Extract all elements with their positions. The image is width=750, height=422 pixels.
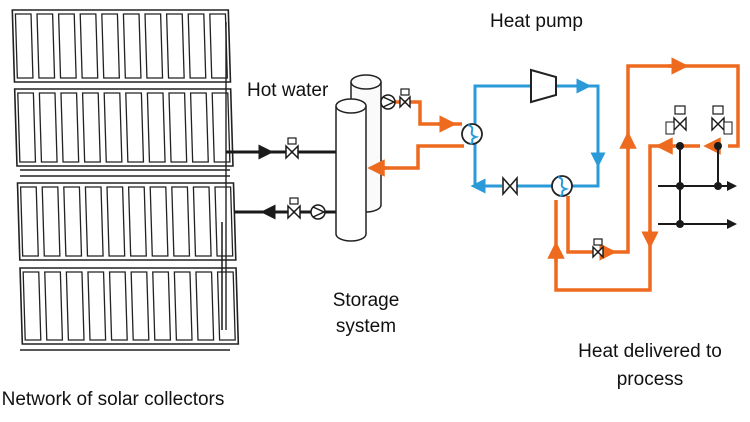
solar-panel bbox=[79, 13, 99, 79]
solar-panel bbox=[165, 13, 185, 79]
solar-panel bbox=[106, 186, 126, 257]
solar-panel bbox=[171, 186, 191, 257]
solar-collector-array bbox=[11, 9, 240, 351]
solar-panel bbox=[41, 186, 61, 257]
solar-panel bbox=[214, 186, 234, 257]
solar-panel bbox=[125, 92, 145, 163]
valve-icon[interactable] bbox=[592, 238, 604, 259]
solar-panel bbox=[168, 92, 188, 163]
solar-panel bbox=[195, 271, 215, 341]
storage-tanks bbox=[335, 74, 382, 242]
collector-piping bbox=[221, 150, 336, 330]
solar-panel bbox=[149, 186, 169, 257]
solar-panel bbox=[57, 13, 77, 79]
heat-pump-label: Heat pump bbox=[490, 11, 583, 32]
heat-exchanger-icon[interactable] bbox=[461, 123, 483, 145]
solar-panel bbox=[187, 13, 207, 79]
source-loop-orange bbox=[372, 100, 464, 170]
storage-label-line2: system bbox=[336, 316, 396, 337]
solar-panel bbox=[127, 186, 147, 257]
heat-exchanger-icon[interactable] bbox=[551, 175, 573, 197]
solar-panel bbox=[19, 186, 39, 257]
solar-panel bbox=[209, 13, 229, 79]
solar-panel bbox=[122, 13, 142, 79]
solar-panel bbox=[87, 271, 107, 341]
pump-icon[interactable] bbox=[380, 94, 396, 110]
solar-panel bbox=[22, 271, 42, 341]
delivery-loop-orange bbox=[554, 64, 740, 292]
solar-panel bbox=[189, 92, 209, 163]
solar-panel bbox=[44, 271, 64, 341]
solar-panel bbox=[103, 92, 123, 163]
solar-panel bbox=[65, 271, 85, 341]
expansion-valve-icon[interactable] bbox=[502, 175, 518, 197]
solar-panel bbox=[173, 271, 193, 341]
solar-panel bbox=[17, 92, 37, 163]
heat-delivered-label-line2: process bbox=[617, 369, 684, 390]
hot-water-label: Hot water bbox=[247, 80, 329, 101]
solar-panel bbox=[144, 13, 164, 79]
solar-panel bbox=[60, 92, 80, 163]
valve-icon[interactable] bbox=[287, 197, 301, 220]
valve-icon[interactable] bbox=[711, 105, 733, 135]
valve-icon[interactable] bbox=[665, 105, 687, 135]
heat-delivered-label-line1: Heat delivered to bbox=[578, 341, 722, 362]
storage-label-line1: Storage bbox=[333, 290, 400, 311]
collector-headers bbox=[20, 22, 230, 351]
compressor-icon[interactable] bbox=[530, 68, 557, 104]
junction-dots bbox=[676, 142, 722, 228]
solar-panel bbox=[130, 271, 150, 341]
valve-icon[interactable] bbox=[285, 137, 299, 160]
valve-icon[interactable] bbox=[399, 88, 411, 109]
solar-panel bbox=[38, 92, 58, 163]
collectors-label: Network of solar collectors bbox=[2, 389, 225, 410]
solar-panel bbox=[152, 271, 172, 341]
solar-panel bbox=[146, 92, 166, 163]
solar-panel bbox=[14, 13, 34, 79]
solar-panel bbox=[84, 186, 104, 257]
solar-panel bbox=[63, 186, 83, 257]
solar-panel bbox=[101, 13, 121, 79]
solar-panel bbox=[192, 186, 212, 257]
pump-icon[interactable] bbox=[310, 204, 326, 220]
solar-panel bbox=[108, 271, 128, 341]
solar-panel bbox=[81, 92, 101, 163]
solar-panel bbox=[36, 13, 56, 79]
